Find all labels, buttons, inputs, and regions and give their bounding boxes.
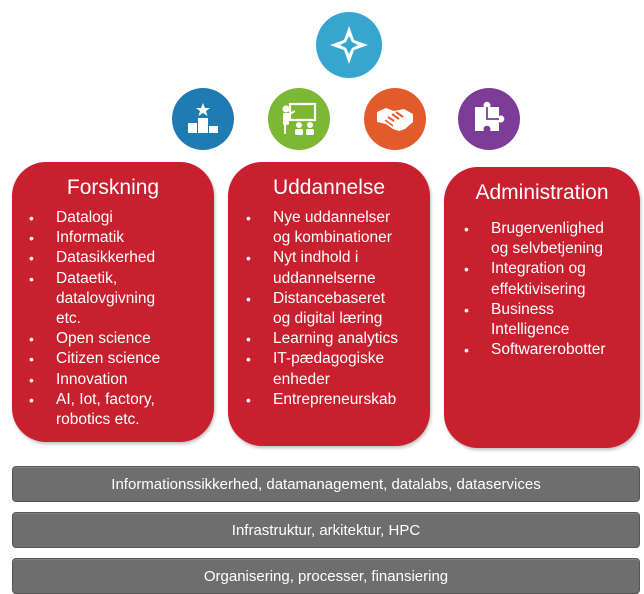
pillar-forskning: Forskning Datalogi Informatik Datasikker… [12,162,214,442]
list-item: Brugervenlighed og selvbetjening [460,219,640,259]
list-item: Citizen science [25,349,214,369]
list-item: AI, Iot, factory, robotics etc. [25,390,214,430]
teacher-board-icon [282,102,317,135]
list-item: IT-pædagogiske enheder [242,349,430,389]
pillar-title: Forskning [66,176,160,199]
foundation-bar-infrastructure: Infrastruktur, arkitektur, HPC [12,512,640,548]
top-emblem [316,12,382,78]
star-diamond-icon [330,26,368,64]
list-item: Datalogi [25,208,214,228]
puzzle-icon [475,101,505,131]
list-item: Informatik [25,228,214,248]
pillar-uddannelse: Uddannelse Nye uddannelser og kombinatio… [228,162,430,446]
list-item: Integration og effektivisering [460,259,640,299]
list-item: Innovation [25,370,214,390]
pillar-list: Nye uddannelser og kombinationer Nyt ind… [242,208,430,410]
podium-icon [188,103,218,133]
pillar-title: Administration [475,181,609,204]
handshake-icon-circle [364,88,426,150]
pillar-list: Datalogi Informatik Datasikkerhed Dataet… [25,208,214,430]
list-item: Dataetik, datalovgivning etc. [25,269,214,330]
list-item: Softwarerobotter [460,340,640,360]
list-item: Nye uddannelser og kombinationer [242,208,430,248]
foundation-bar-data: Informationssikkerhed, datamanagement, d… [12,466,640,502]
pillar-list: Brugervenlighed og selvbetjening Integra… [460,219,640,361]
foundation-bar-organisation: Organisering, processer, finansiering [12,558,640,594]
pillar-title: Uddannelse [272,176,386,199]
list-item: Entrepreneurskab [242,390,430,410]
list-item: Distancebaseret og digital læring [242,289,430,329]
list-item: Nyt indhold i uddannelserne [242,248,430,288]
puzzle-icon-circle [458,88,520,150]
list-item: Business Intelligence [460,300,640,340]
list-item: Open science [25,329,214,349]
handshake-icon [377,108,413,131]
pillar-administration: Administration Brugervenlighed og selvbe… [444,167,640,448]
podium-icon-circle [172,88,234,150]
teacher-icon-circle [268,88,330,150]
list-item: Datasikkerhed [25,248,214,268]
list-item: Learning analytics [242,329,430,349]
